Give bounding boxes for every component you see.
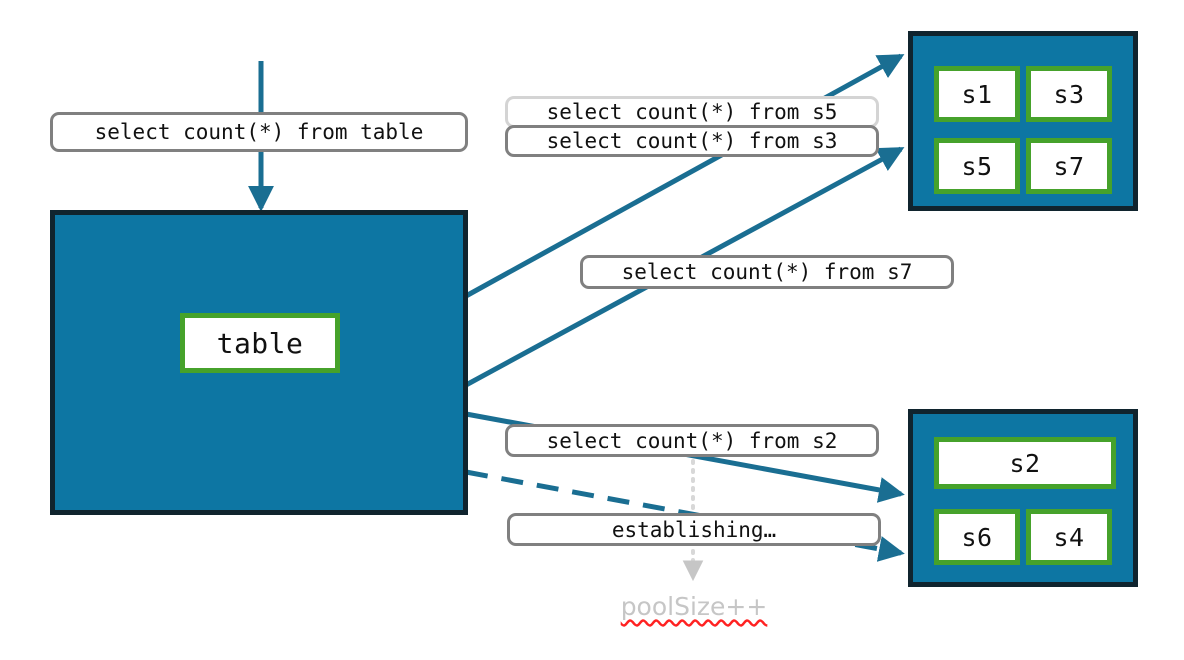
establishing-status-label: establishing… [507,513,881,546]
pool-slot-s4: s4 [1026,509,1112,565]
pool-size-note: poolSize++ [596,592,792,621]
pool-slot-s1: s1 [934,66,1020,122]
table-box: table [180,313,340,373]
pool-size-note-text: poolSize++ [620,592,768,621]
pool-slot-s3: s3 [1026,66,1112,122]
pool-slot-s6: s6 [934,509,1020,565]
pool-slot-s7: s7 [1026,138,1112,194]
pool-slot-s2: s2 [934,437,1116,489]
incoming-query-label: select count(*) from table [50,112,468,152]
pool-slot-s5: s5 [934,138,1020,194]
query-label-s2: select count(*) from s2 [505,424,879,457]
query-label-s7: select count(*) from s7 [580,255,954,289]
query-label-s5: select count(*) from s5 [505,96,879,128]
query-label-s3: select count(*) from s3 [505,125,879,157]
